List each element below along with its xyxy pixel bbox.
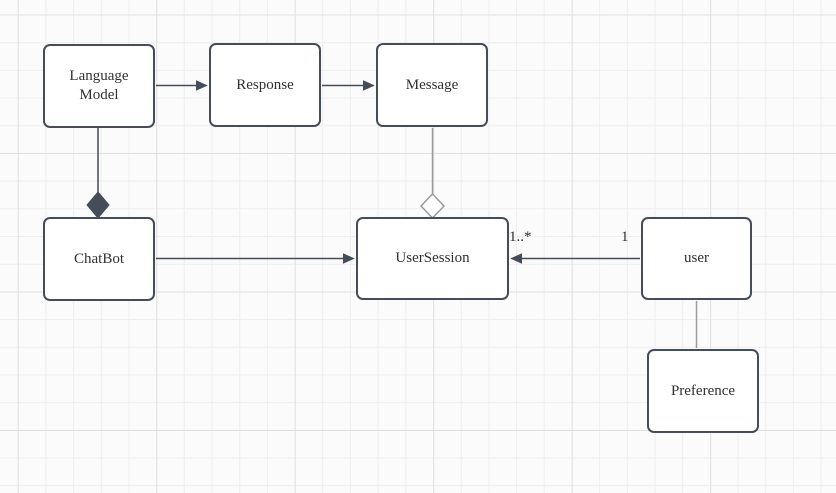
node-preference[interactable]: Preference (647, 349, 759, 433)
node-chatbot[interactable]: ChatBot (43, 217, 155, 301)
node-label: Preference (670, 382, 736, 399)
node-label: ChatBot (73, 250, 124, 267)
node-user[interactable]: user (641, 217, 752, 300)
aggregation-diamond-icon (419, 192, 446, 220)
composition-diamond-icon (86, 191, 110, 219)
node-label: Response (236, 76, 294, 93)
multiplicity-label-usersession: 1..* (509, 229, 532, 245)
node-message[interactable]: Message (376, 43, 488, 127)
node-label: UserSession (395, 250, 470, 267)
node-user-session[interactable]: UserSession (356, 217, 509, 300)
multiplicity-label-user: 1 (621, 229, 629, 245)
node-label: user (684, 250, 709, 267)
node-label: Language Model (69, 68, 129, 103)
edge-languagemodel-chatbot-composition[interactable] (86, 128, 110, 219)
node-label: Message (405, 76, 459, 93)
edge-message-usersession-aggregation[interactable] (419, 128, 446, 220)
node-language-model[interactable]: Language Model (43, 44, 155, 128)
node-response[interactable]: Response (209, 43, 321, 127)
